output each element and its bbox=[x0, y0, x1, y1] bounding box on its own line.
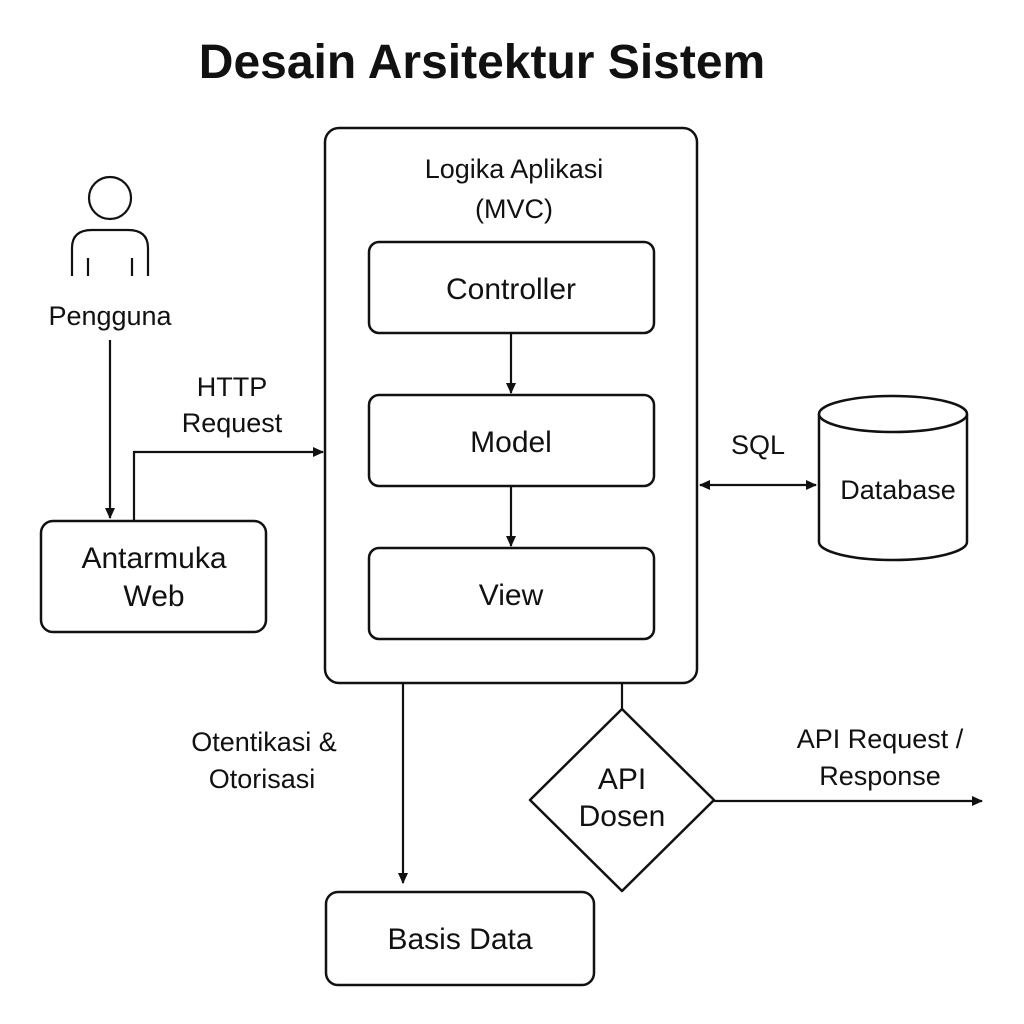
web-interface-label-2: Web bbox=[123, 580, 184, 613]
app-logic-label-1: Logika Aplikasi bbox=[425, 154, 604, 184]
api-dosen-label-1: API bbox=[598, 763, 646, 796]
model-label: Model bbox=[470, 426, 552, 459]
api-dosen-diamond bbox=[528, 707, 716, 893]
web-interface-box bbox=[39, 519, 268, 634]
view-box bbox=[367, 546, 656, 641]
http-request-arrow bbox=[132, 447, 324, 521]
web-interface-label-1: Antarmuka bbox=[81, 542, 226, 575]
basis-data-label: Basis Data bbox=[387, 923, 532, 956]
api-request-label-2: Response bbox=[819, 761, 941, 791]
person-icon bbox=[70, 175, 150, 276]
database-label: Database bbox=[840, 475, 956, 505]
sql-label: SQL bbox=[731, 430, 785, 460]
auth-label-2: Otorisasi bbox=[209, 764, 316, 794]
diagram-title: Desain Arsitektur Sistem bbox=[199, 36, 765, 89]
user-label: Pengguna bbox=[48, 301, 172, 331]
app-logic-label-2: (MVC) bbox=[475, 194, 553, 224]
api-request-label-1: API Request / bbox=[797, 724, 964, 754]
basis-data-box bbox=[324, 890, 596, 987]
auth-label-1: Otentikasi & bbox=[191, 727, 337, 757]
http-label-1: HTTP bbox=[197, 372, 268, 402]
http-label-2: Request bbox=[182, 408, 283, 438]
controller-label: Controller bbox=[446, 273, 576, 306]
view-label: View bbox=[479, 579, 544, 612]
database-cylinder-icon bbox=[817, 394, 969, 562]
api-dosen-label-2: Dosen bbox=[579, 800, 666, 833]
